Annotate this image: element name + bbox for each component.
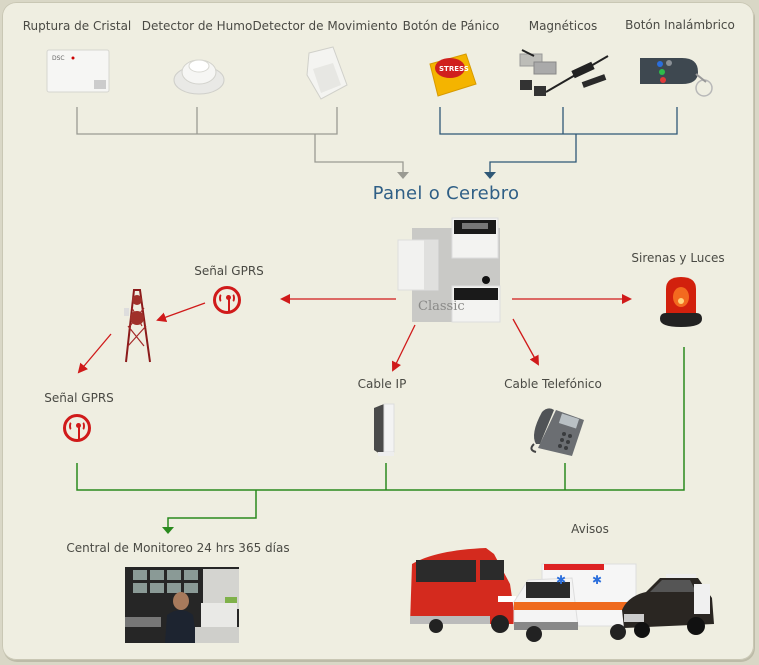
label-gprs-near: Señal GPRS <box>194 264 264 278</box>
monitoring-arrowhead <box>162 527 174 534</box>
panel-title: Panel o Cerebro <box>372 183 520 204</box>
ambulance-icon: ✱✱ <box>512 562 638 642</box>
label-panic-button: Botón de Pánico <box>402 19 500 33</box>
siren-light-icon <box>658 275 704 329</box>
arrow-panel-to-ip <box>392 324 416 372</box>
monitoring-center-photo <box>125 567 239 643</box>
arrow-panel-to-phone <box>512 318 539 366</box>
label-wireless-button: Botón Inalámbrico <box>625 18 735 32</box>
glass-break-sensor-icon: DSC <box>46 47 111 93</box>
alarm-panel-icon: Classic <box>394 216 506 324</box>
arrow-gprs-to-tower <box>156 302 206 322</box>
magnetic-contacts-icon <box>516 44 612 100</box>
monitoring-lines <box>76 347 685 527</box>
label-cable-phone: Cable Telefónico <box>504 377 602 391</box>
telephone-icon <box>526 404 586 458</box>
panic-button-icon: STRESS <box>426 46 478 98</box>
svg-text:Classic: Classic <box>418 299 465 314</box>
gprs-signal-icon-2 <box>63 414 91 442</box>
svg-text:✱: ✱ <box>556 573 566 587</box>
gprs-signal-icon <box>213 286 241 314</box>
wireless-sensor-lines <box>439 107 678 172</box>
label-cable-ip: Cable IP <box>357 377 407 391</box>
label-glass-break: Ruptura de Cristal <box>22 19 132 33</box>
label-magnetic: Magnéticos <box>528 19 598 33</box>
svg-text:STRESS: STRESS <box>439 65 469 73</box>
wired-sensor-lines <box>76 107 404 172</box>
wireless-arrowhead <box>484 172 496 179</box>
label-sirens: Sirenas y Luces <box>631 251 725 265</box>
label-alerts: Avisos <box>571 522 609 536</box>
smoke-detector-icon <box>173 50 225 96</box>
label-gprs-far: Señal GPRS <box>44 391 114 405</box>
cell-tower-icon <box>116 286 154 364</box>
svg-text:DSC: DSC <box>52 55 65 62</box>
label-smoke-detector: Detector de Humo <box>141 19 253 33</box>
wireless-keyfob-icon <box>638 52 714 98</box>
router-icon <box>370 402 398 458</box>
wired-arrowhead <box>397 172 409 179</box>
police-car-icon <box>620 574 716 640</box>
motion-detector-icon <box>303 45 349 101</box>
arrow-tower-to-gprs <box>77 333 112 374</box>
label-monitoring: Central de Monitoreo 24 hrs 365 días <box>66 541 290 555</box>
fire-truck-icon <box>406 544 518 634</box>
svg-text:✱: ✱ <box>592 573 602 587</box>
label-motion-detector: Detector de Movimiento <box>252 19 398 33</box>
